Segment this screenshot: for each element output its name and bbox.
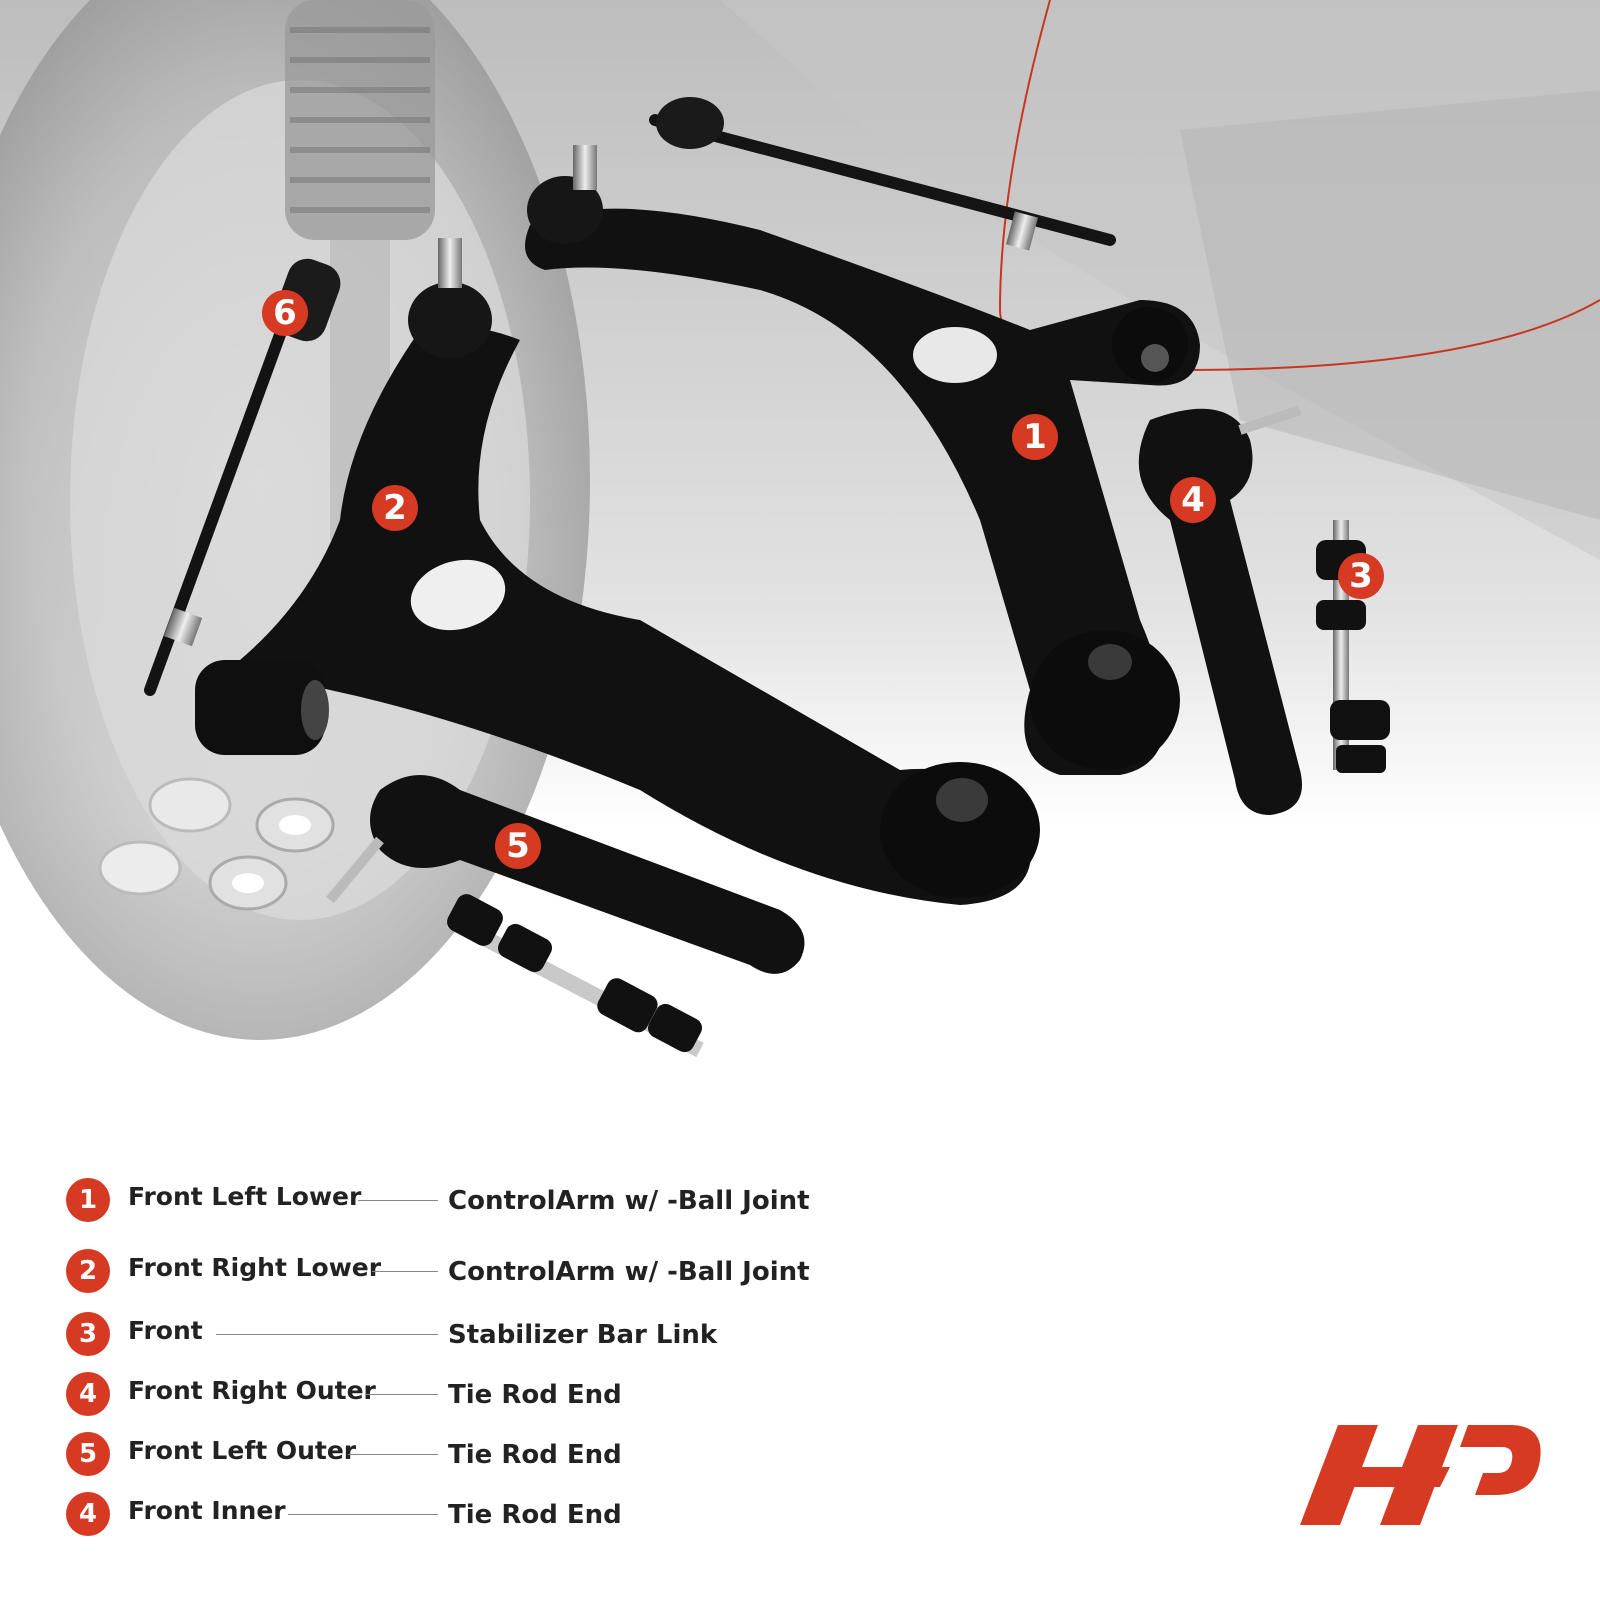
inner-tie-rod-left (144, 258, 341, 696)
callout-badge-6: 6 (262, 290, 308, 336)
callout-badge-1: 1 (1012, 414, 1058, 460)
control-arm-1 (525, 145, 1200, 775)
callout-badge-3: 3 (1338, 553, 1384, 599)
callout-badge-4: 4 (1170, 477, 1216, 523)
stabilizer-link-lower (446, 894, 704, 1058)
callout-badge-2: 2 (372, 485, 418, 531)
callout-badge-5: 5 (495, 823, 541, 869)
inner-tie-rod-top (649, 97, 1116, 251)
outer-tie-rod-5 (326, 775, 805, 974)
brand-logo-icon (1300, 1425, 1541, 1525)
washers (98, 777, 335, 911)
control-arm-2 (195, 238, 1040, 906)
